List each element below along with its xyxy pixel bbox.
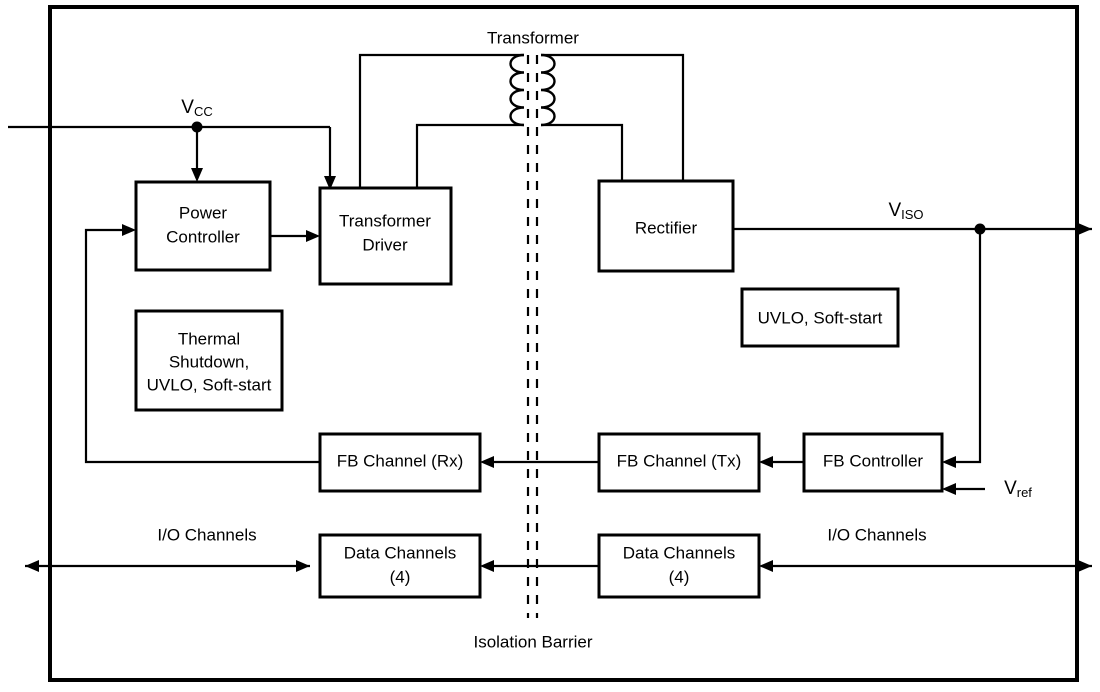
block-data-channels-secondary[interactable]: Data Channels (4) — [597, 533, 761, 599]
data-channels-primary-input-arrowhead — [296, 560, 310, 572]
block-transformer-driver[interactable]: Transformer Driver — [318, 186, 453, 286]
power-controller-to-driver-wire — [270, 230, 320, 242]
secondary-transformer-wiring — [541, 53, 685, 181]
vref-signal-label: Vref — [1004, 478, 1032, 500]
vcc-to-power-controller-arrowhead — [191, 168, 203, 182]
secondary-io-output-arrowhead — [1078, 560, 1092, 572]
fb-tx-to-rx-wire — [480, 456, 599, 468]
data-channels-primary-box[interactable] — [318, 533, 482, 599]
data-channels-primary-link-arrowhead — [480, 560, 494, 572]
fb-tx-input-arrowhead — [759, 456, 773, 468]
vcc-junction-dot — [191, 121, 203, 133]
isolation-barrier-label: Isolation Barrier — [473, 632, 592, 651]
fb-controller-box[interactable] — [802, 432, 944, 493]
primary-transformer-wiring — [358, 53, 524, 188]
data-channels-secondary-label-line-1: Data Channels — [623, 543, 735, 562]
secondary-io-channels-label: I/O Channels — [827, 525, 926, 544]
transformer-driver-box[interactable] — [318, 186, 453, 286]
thermal-shutdown-label-line-2: Shutdown, — [169, 352, 249, 371]
thermal-shutdown-label-line-1: Thermal — [178, 329, 240, 348]
vref-to-fb-controller-wire — [942, 483, 985, 495]
fb-channel-tx-box[interactable] — [597, 432, 761, 493]
fb-controller-to-tx-wire — [759, 456, 804, 468]
data-channels-secondary-label-line-2: (4) — [669, 567, 690, 586]
fb-rx-input-arrowhead — [480, 456, 494, 468]
viso-rail — [733, 223, 1092, 452]
driver-input-arrowhead — [306, 230, 320, 242]
fb-rx-to-power-controller-wire — [84, 224, 320, 464]
viso-signal-label: VISO — [888, 200, 923, 222]
uvlo-soft-start-label: UVLO, Soft-start — [758, 308, 883, 327]
data-channels-link-wire — [480, 560, 599, 572]
block-rectifier[interactable]: Rectifier — [597, 179, 735, 273]
vcc-to-transformer-driver-arrowhead — [324, 176, 336, 190]
transformer-secondary-coil — [540, 53, 556, 127]
rectifier-box[interactable] — [597, 179, 735, 273]
block-data-channels-primary[interactable]: Data Channels (4) — [318, 533, 482, 599]
device-outline — [48, 5, 1079, 682]
block-fb-channel-rx[interactable]: FB Channel (Rx) — [318, 432, 482, 493]
power-controller-label-line-2: Controller — [166, 227, 240, 246]
block-fb-controller[interactable]: FB Controller — [802, 432, 944, 493]
vcc-rail — [8, 121, 336, 190]
data-channels-secondary-box[interactable] — [597, 533, 761, 599]
fb-channel-rx-label: FB Channel (Rx) — [337, 451, 464, 470]
primary-io-bus-wire — [25, 560, 310, 572]
viso-junction-dot — [974, 223, 986, 235]
transformer-driver-label-line-2: Driver — [362, 235, 408, 254]
fb-channel-tx-label: FB Channel (Tx) — [617, 451, 742, 470]
primary-io-channels-label: I/O Channels — [157, 525, 256, 544]
power-controller-feedback-arrowhead — [122, 224, 136, 236]
isolation-barrier-lines — [526, 55, 539, 618]
fb-controller-vref-input-arrowhead — [942, 483, 956, 495]
data-channels-secondary-input-arrowhead — [759, 560, 773, 572]
secondary-io-bus-wire — [759, 560, 1092, 572]
block-fb-channel-tx[interactable]: FB Channel (Tx) — [597, 432, 761, 493]
block-power-controller[interactable]: Power Controller — [134, 180, 272, 272]
vcc-signal-label: VCC — [181, 97, 212, 119]
block-thermal-shutdown[interactable]: Thermal Shutdown, UVLO, Soft-start — [134, 309, 284, 412]
data-channels-primary-label-line-2: (4) — [390, 567, 411, 586]
rectifier-label: Rectifier — [635, 218, 698, 237]
transformer-primary-coil — [509, 53, 525, 127]
viso-output-arrowhead — [1078, 223, 1092, 235]
fb-controller-viso-input-arrowhead — [942, 456, 956, 468]
thermal-shutdown-label-line-3: UVLO, Soft-start — [147, 375, 272, 394]
thermal-shutdown-box[interactable] — [134, 309, 284, 412]
transformer-driver-label-line-1: Transformer — [339, 211, 431, 230]
power-controller-label-line-1: Power — [179, 203, 228, 222]
primary-io-output-arrowhead — [25, 560, 39, 572]
fb-controller-label: FB Controller — [823, 451, 923, 470]
uvlo-soft-start-box[interactable] — [740, 287, 900, 348]
viso-to-fb-controller-wire — [942, 452, 982, 468]
transformer-label: Transformer — [487, 28, 579, 47]
block-uvlo-soft-start[interactable]: UVLO, Soft-start — [740, 287, 900, 348]
fb-channel-rx-box[interactable] — [318, 432, 482, 493]
power-controller-box[interactable] — [134, 180, 272, 272]
data-channels-primary-label-line-1: Data Channels — [344, 543, 456, 562]
